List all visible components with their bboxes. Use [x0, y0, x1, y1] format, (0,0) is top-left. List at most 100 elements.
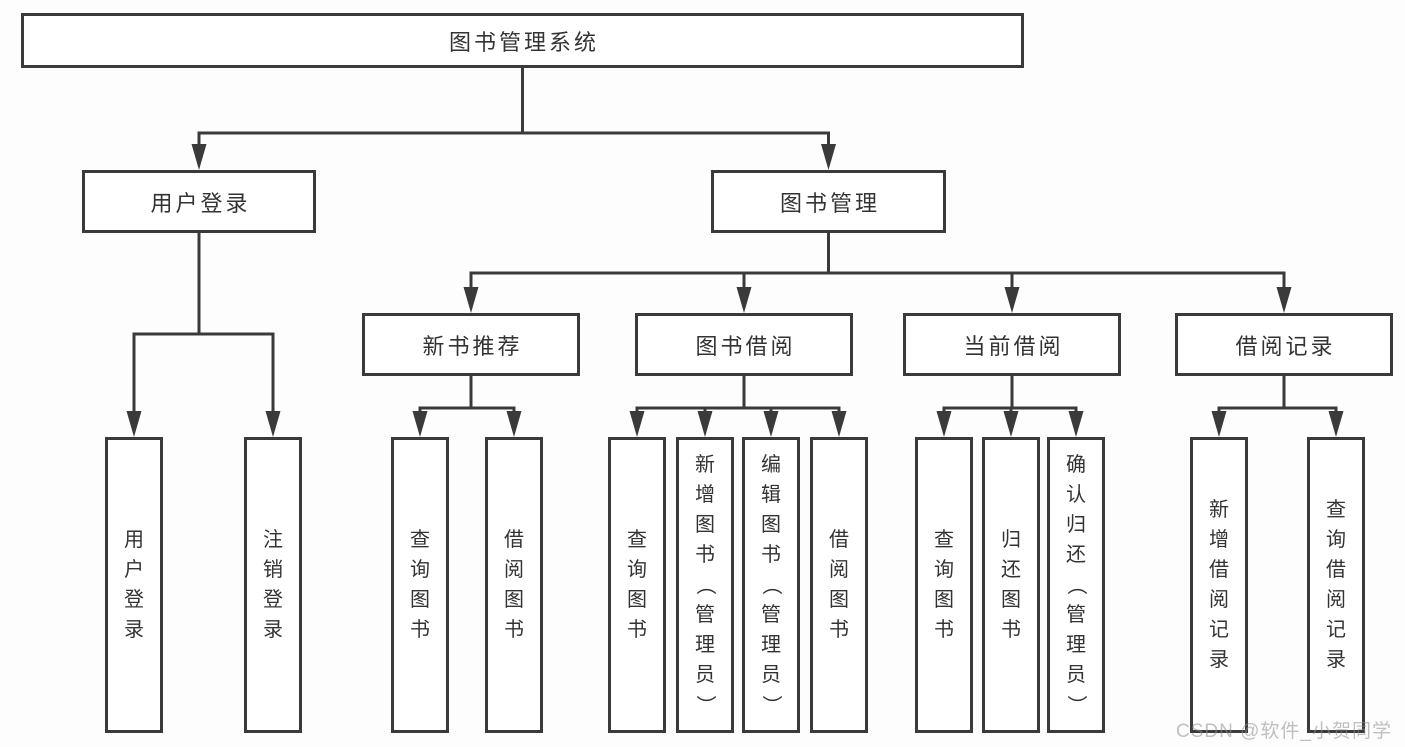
arrowhead-icon: [1276, 287, 1292, 313]
node-user-login: 用户登录: [82, 170, 316, 233]
vertical-char: 图: [627, 589, 647, 611]
node-label: 用户登录: [119, 525, 149, 645]
vertical-char: 归: [1001, 529, 1021, 551]
node-label: 新增图书（管理员）: [690, 450, 720, 720]
vertical-char: 图: [695, 514, 715, 536]
vertical-char: 借: [1326, 559, 1346, 581]
node-borrow-books-recommend: 借阅图书: [485, 437, 543, 733]
node-borrow-books-borrow: 借阅图书: [810, 437, 868, 733]
vertical-char: 还: [1066, 544, 1086, 566]
vertical-char: 书: [627, 619, 647, 641]
arrowhead-icon: [831, 411, 847, 437]
vertical-char: 录: [124, 619, 144, 641]
arrowhead-icon: [412, 411, 428, 437]
vertical-char: 认: [1066, 484, 1086, 506]
node-label: 图书借阅: [695, 333, 796, 359]
vertical-char: ）: [760, 695, 782, 715]
node-label: 查询图书: [405, 525, 435, 645]
vertical-char: 还: [1001, 559, 1021, 581]
arrowhead-icon: [763, 411, 779, 437]
node-confirm-return-admin: 确认归还（管理员）: [1047, 437, 1105, 733]
node-query-books-current: 查询图书: [915, 437, 973, 733]
arrowhead-icon: [936, 411, 952, 437]
vertical-char: 书: [934, 619, 954, 641]
arrowhead-icon: [506, 411, 522, 437]
vertical-char: 阅: [504, 559, 524, 581]
arrowhead-icon: [629, 411, 645, 437]
vertical-char: 记: [1209, 619, 1229, 641]
node-return-books: 归还图书: [982, 437, 1040, 733]
vertical-char: 借: [504, 529, 524, 551]
vertical-char: 销: [263, 559, 283, 581]
node-book-borrow: 图书借阅: [635, 313, 853, 376]
vertical-char: 新: [1209, 499, 1229, 521]
node-query-books-borrow: 查询图书: [608, 437, 666, 733]
vertical-char: 员: [695, 664, 715, 686]
arrowhead-icon: [1068, 411, 1084, 437]
vertical-char: 询: [410, 559, 430, 581]
vertical-char: （: [1065, 575, 1087, 595]
vertical-char: 编: [761, 454, 781, 476]
vertical-char: 确: [1066, 454, 1086, 476]
node-borrow-records: 借阅记录: [1175, 313, 1393, 376]
arrowhead-icon: [736, 287, 752, 313]
node-label: 查询借阅记录: [1321, 495, 1351, 675]
vertical-char: 阅: [829, 559, 849, 581]
arrowhead-icon: [1328, 411, 1344, 437]
vertical-char: 书: [1001, 619, 1021, 641]
arrowhead-icon: [697, 411, 713, 437]
node-new-book-recommend: 新书推荐: [362, 313, 580, 376]
vertical-char: 图: [761, 514, 781, 536]
vertical-char: 询: [1326, 529, 1346, 551]
arrowhead-icon: [265, 411, 281, 437]
node-label: 当前借阅: [963, 333, 1064, 359]
vertical-char: 理: [761, 634, 781, 656]
vertical-char: 管: [1066, 604, 1086, 626]
vertical-char: 注: [263, 529, 283, 551]
vertical-char: 增: [1209, 529, 1229, 551]
vertical-char: 录: [1209, 649, 1229, 671]
arrowhead-icon: [126, 411, 142, 437]
node-label: 新书推荐: [422, 333, 523, 359]
node-user-login-leaf: 用户登录: [105, 437, 163, 733]
vertical-char: 归: [1066, 514, 1086, 536]
vertical-char: （: [694, 575, 716, 595]
vertical-char: 借: [1209, 559, 1229, 581]
node-add-borrow-record: 新增借阅记录: [1190, 437, 1248, 733]
watermark: CSDN @软件_小贺同学: [1176, 721, 1392, 742]
vertical-char: 辑: [761, 484, 781, 506]
arrowhead-icon: [1211, 411, 1227, 437]
node-library-system: 图书管理系统: [21, 13, 1024, 68]
arrowhead-icon: [463, 287, 479, 313]
node-label: 借阅记录: [1235, 333, 1336, 359]
node-label: 查询图书: [622, 525, 652, 645]
node-label: 借阅图书: [499, 525, 529, 645]
vertical-char: 员: [1066, 664, 1086, 686]
node-current-borrow: 当前借阅: [903, 313, 1121, 376]
vertical-char: 图: [1001, 589, 1021, 611]
node-book-management: 图书管理: [711, 170, 946, 233]
vertical-char: 借: [829, 529, 849, 551]
node-label: 用户登录: [150, 190, 251, 216]
vertical-char: 书: [504, 619, 524, 641]
vertical-char: 图: [829, 589, 849, 611]
vertical-char: 阅: [1326, 589, 1346, 611]
vertical-char: 用: [124, 529, 144, 551]
vertical-char: 增: [695, 484, 715, 506]
vertical-char: 管: [761, 604, 781, 626]
vertical-char: 查: [410, 529, 430, 551]
vertical-char: 登: [124, 589, 144, 611]
vertical-char: 书: [410, 619, 430, 641]
node-label: 注销登录: [258, 525, 288, 645]
node-logout: 注销登录: [244, 437, 302, 733]
node-label: 借阅图书: [824, 525, 854, 645]
vertical-char: ）: [1065, 695, 1087, 715]
vertical-char: 查: [934, 529, 954, 551]
node-label: 归还图书: [996, 525, 1026, 645]
vertical-char: 查: [627, 529, 647, 551]
node-label: 新增借阅记录: [1204, 495, 1234, 675]
vertical-char: 录: [263, 619, 283, 641]
node-edit-books-admin: 编辑图书（管理员）: [742, 437, 800, 733]
